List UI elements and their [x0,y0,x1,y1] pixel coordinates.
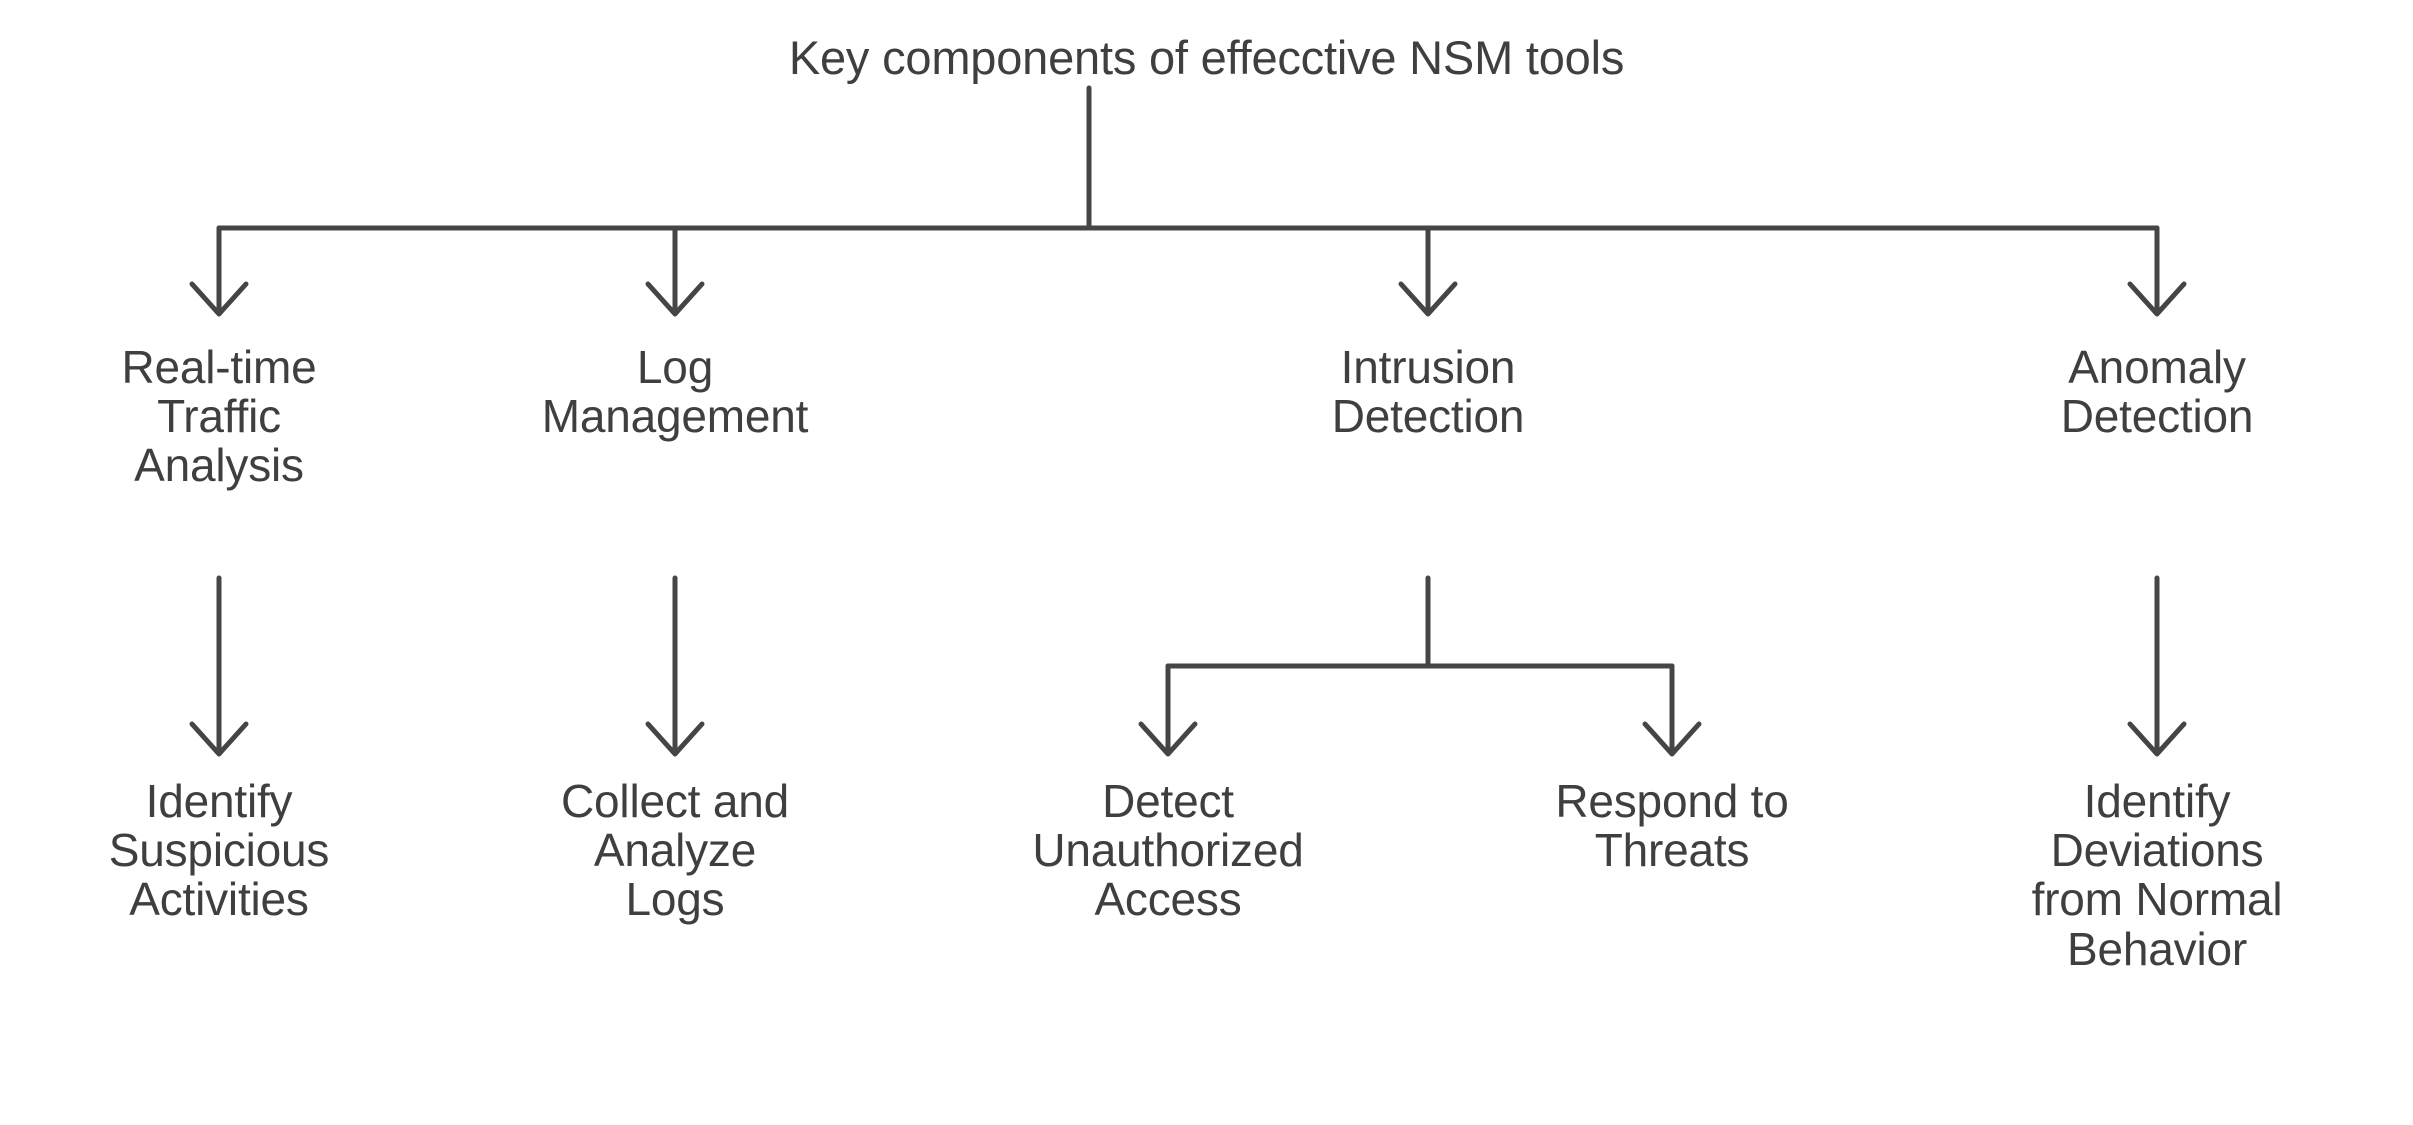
arrowhead-realtime-to-identify [189,721,249,757]
node-identify-deviations-from-normal-behavior[interactable]: Identify Deviations from Normal Behavior [2031,775,2283,975]
node-log-management[interactable]: Log Management [541,341,809,443]
arrowhead-root-to-realtime [189,281,249,317]
arrowhead-log-to-collect [645,721,705,757]
arrowhead-root-to-anomaly [2127,281,2187,317]
node-respond-to-threats[interactable]: Respond to Threats [1555,775,1789,877]
node-identify-suspicious-activities[interactable]: Identify Suspicious Activities [108,775,330,926]
arrowhead-root-to-log [645,281,705,317]
arrowhead-intrusion-to-respond [1642,721,1702,757]
node-real-time-traffic-analysis[interactable]: Real-time Traffic Analysis [121,341,317,492]
arrowhead-root-to-intrusion [1398,281,1458,317]
node-root[interactable]: Key components of effecctive NSM tools [788,31,1625,84]
arrowhead-intrusion-to-detect [1138,721,1198,757]
arrowhead-anomaly-to-deviations [2127,721,2187,757]
node-intrusion-detection[interactable]: Intrusion Detection [1331,341,1525,443]
node-detect-unauthorized-access[interactable]: Detect Unauthorized Access [1032,775,1304,926]
node-anomaly-detection[interactable]: Anomaly Detection [2060,341,2254,443]
node-collect-and-analyze-logs[interactable]: Collect and Analyze Logs [561,775,789,926]
